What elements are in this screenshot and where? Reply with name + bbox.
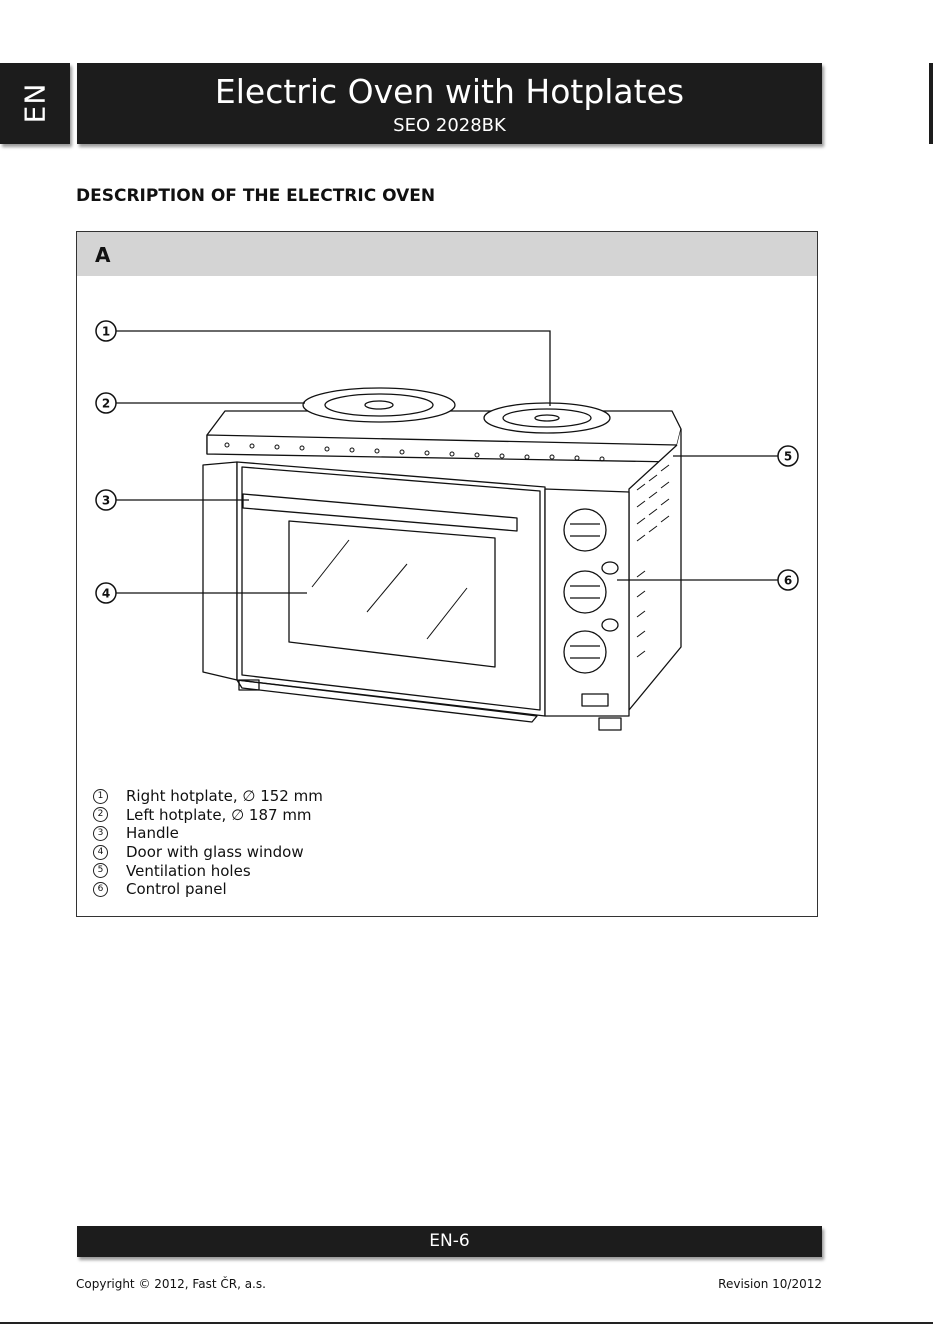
callout-1: 1 xyxy=(102,325,110,339)
legend-item: 3 Handle xyxy=(93,824,323,843)
legend-item: 4 Door with glass window xyxy=(93,843,323,862)
legend-number: 3 xyxy=(93,826,108,841)
copyright-notice: Copyright © 2012, Fast ČR, a.s. xyxy=(76,1277,266,1291)
page-number: EN-6 xyxy=(429,1231,469,1251)
legend-number: 1 xyxy=(93,789,108,804)
callout-5: 5 xyxy=(784,450,792,464)
callout-2: 2 xyxy=(102,397,110,411)
header-bar: Electric Oven with Hotplates SEO 2028BK xyxy=(77,63,822,144)
legend-number: 4 xyxy=(93,845,108,860)
legend-number: 5 xyxy=(93,863,108,878)
callout-4: 4 xyxy=(102,587,110,601)
legend-item: 5 Ventilation holes xyxy=(93,861,323,880)
legend-text: Control panel xyxy=(126,880,227,898)
language-tab: EN xyxy=(0,63,70,144)
legend-number: 6 xyxy=(93,882,108,897)
legend-item: 6 Control panel xyxy=(93,880,323,899)
oven-diagram: 1 2 3 4 5 6 xyxy=(77,232,819,772)
callout-3: 3 xyxy=(102,494,110,508)
document-title: Electric Oven with Hotplates xyxy=(77,72,822,111)
legend-number: 2 xyxy=(93,807,108,822)
next-page-edge xyxy=(929,63,933,144)
parts-legend: 1 Right hotplate, ∅ 152 mm 2 Left hotpla… xyxy=(93,787,323,899)
section-title: DESCRIPTION OF THE ELECTRIC OVEN xyxy=(76,186,435,206)
legend-item: 1 Right hotplate, ∅ 152 mm xyxy=(93,787,323,806)
legend-text: Handle xyxy=(126,824,179,842)
figure-box: A xyxy=(76,231,818,917)
legend-text: Door with glass window xyxy=(126,843,304,861)
legend-item: 2 Left hotplate, ∅ 187 mm xyxy=(93,806,323,825)
callout-6: 6 xyxy=(784,574,792,588)
model-number: SEO 2028BK xyxy=(77,115,822,136)
legend-text: Right hotplate, ∅ 152 mm xyxy=(126,787,323,805)
legend-text: Ventilation holes xyxy=(126,862,251,880)
legend-text: Left hotplate, ∅ 187 mm xyxy=(126,806,312,824)
page-number-bar: EN-6 xyxy=(77,1226,822,1257)
revision-label: Revision 10/2012 xyxy=(718,1277,822,1291)
language-tab-label: EN xyxy=(19,83,52,124)
